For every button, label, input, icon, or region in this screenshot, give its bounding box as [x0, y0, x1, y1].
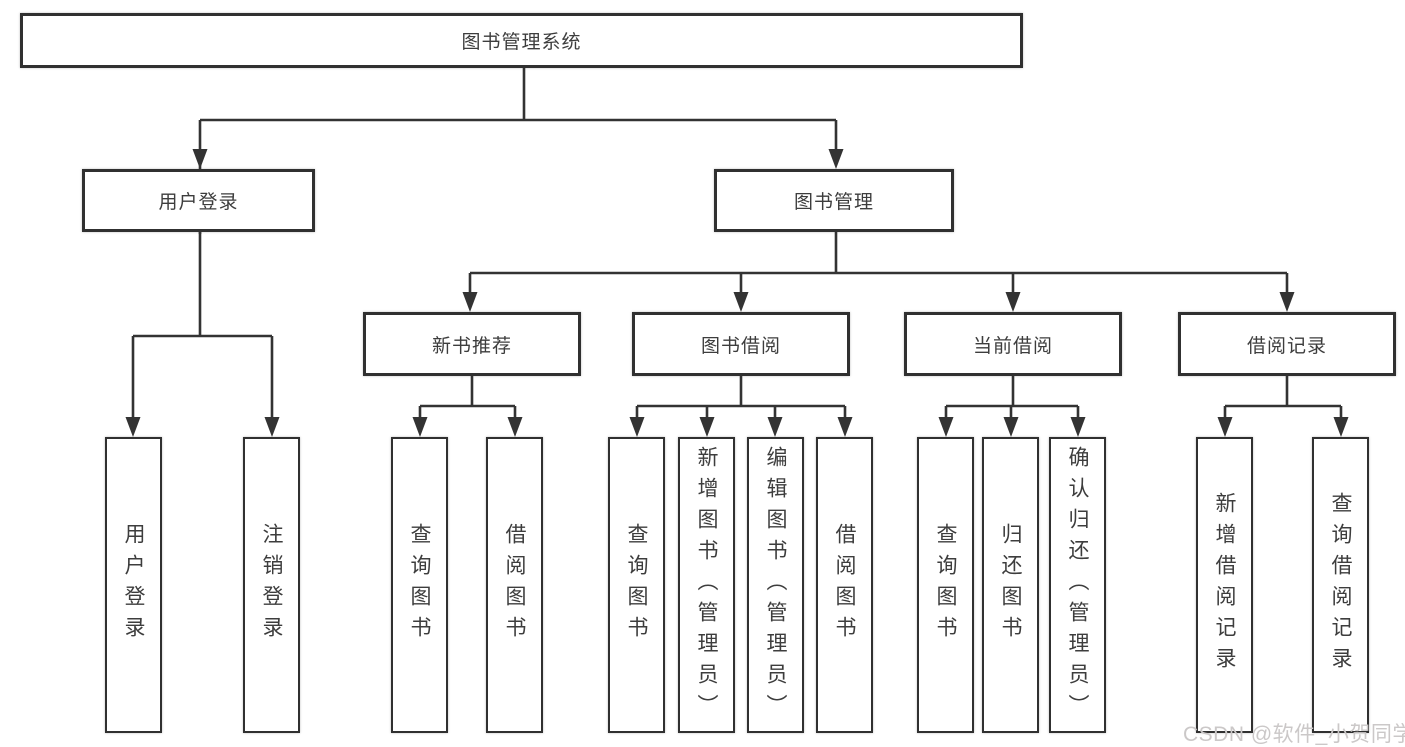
leaf-label: 借阅图书: [833, 523, 856, 647]
leaf-label: 查询图书: [934, 523, 957, 647]
connector-root: [198, 68, 838, 424]
connector-book-borrow: [635, 376, 847, 420]
node-leaf-confirm-return-admin: 确认归还（管理员）: [1049, 437, 1106, 733]
arrow-down-icon: [125, 417, 141, 437]
leaf-label: 确认归还（管理员）: [1066, 445, 1089, 725]
arrow-down-icon: [733, 292, 749, 312]
arrow-down-icon: [507, 417, 523, 437]
arrow-down-icon: [629, 417, 645, 437]
arrow-down-icon: [1005, 292, 1021, 312]
connector-book-management: [468, 232, 1289, 293]
node-module-borrow-record: 借阅记录: [1178, 312, 1396, 376]
node-leaf-logout: 注销登录: [243, 437, 300, 733]
csdn-watermark: CSDN @软件_小贺同学: [1183, 723, 1405, 746]
arrow-down-icon: [264, 417, 280, 437]
arrow-down-icon: [1333, 417, 1349, 437]
arrow-down-icon: [462, 292, 478, 312]
node-leaf-borrow-books-2: 借阅图书: [816, 437, 873, 733]
leaf-label: 查询图书: [625, 523, 648, 647]
leaf-label: 查询图书: [408, 523, 431, 647]
arrow-down-icon: [192, 149, 208, 169]
arrow-down-icon: [828, 149, 844, 169]
arrow-down-icon: [1070, 417, 1086, 437]
node-leaf-query-books-3: 查询图书: [917, 437, 974, 733]
arrow-down-icon: [767, 417, 783, 437]
arrow-down-icon: [1003, 417, 1019, 437]
leaf-label: 用户登录: [122, 523, 145, 647]
arrow-down-icon: [938, 417, 954, 437]
node-leaf-user-login: 用户登录: [105, 437, 162, 733]
node-leaf-query-books-1: 查询图书: [391, 437, 448, 733]
connector-user-login: [131, 232, 274, 420]
arrow-down-icon: [412, 417, 428, 437]
arrow-down-icon: [1217, 417, 1233, 437]
leaf-label: 新增图书（管理员）: [695, 445, 718, 725]
connector-new-book: [418, 376, 517, 420]
node-leaf-borrow-books-1: 借阅图书: [486, 437, 543, 733]
leaf-label: 新增借阅记录: [1213, 492, 1236, 678]
node-book-management: 图书管理: [714, 169, 954, 232]
node-module-book-borrow: 图书借阅: [632, 312, 850, 376]
node-user-login: 用户登录: [82, 169, 315, 232]
arrowhead-icons: [125, 149, 1349, 437]
arrow-down-icon: [837, 417, 853, 437]
leaf-label: 查询借阅记录: [1329, 492, 1352, 678]
leaf-label: 归还图书: [999, 523, 1022, 647]
leaf-label: 编辑图书（管理员）: [764, 445, 787, 725]
arrow-down-icon: [1279, 292, 1295, 312]
node-leaf-query-books-2: 查询图书: [608, 437, 665, 733]
node-root-system: 图书管理系统: [20, 13, 1023, 68]
leaf-label: 注销登录: [260, 523, 283, 647]
connector-current-borrow: [944, 376, 1080, 420]
node-leaf-add-books-admin: 新增图书（管理员）: [678, 437, 735, 733]
arrow-down-icon: [699, 417, 715, 437]
node-module-current-borrow: 当前借阅: [904, 312, 1122, 376]
node-leaf-edit-books-admin: 编辑图书（管理员）: [747, 437, 804, 733]
node-module-new-book-recommend: 新书推荐: [363, 312, 581, 376]
node-leaf-return-books: 归还图书: [982, 437, 1039, 733]
leaf-label: 借阅图书: [503, 523, 526, 647]
node-leaf-query-borrow-record: 查询借阅记录: [1312, 437, 1369, 733]
connector-borrow-record: [1223, 376, 1343, 420]
connector-lines: [198, 68, 838, 424]
node-leaf-add-borrow-record: 新增借阅记录: [1196, 437, 1253, 733]
